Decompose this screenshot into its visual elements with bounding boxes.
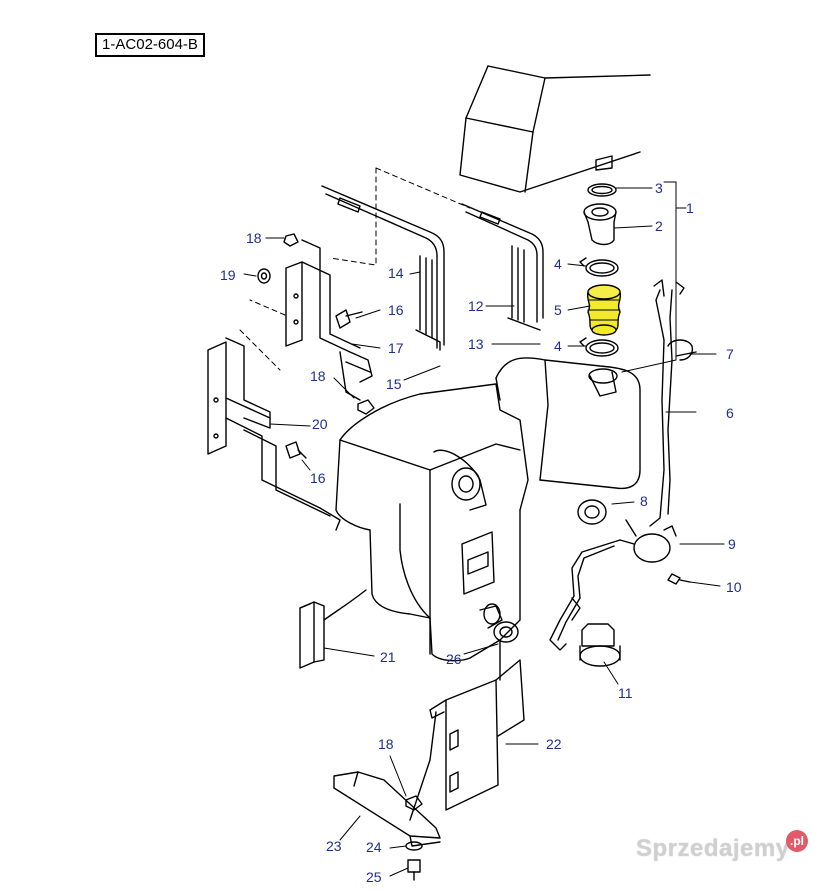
callout-labels: 3 2 1 4 5 4 7 6 8 9 10 11 12 13 14 15 16… bbox=[220, 180, 742, 885]
callout-4-lower: 4 bbox=[554, 338, 562, 354]
callout-14: 14 bbox=[388, 265, 404, 281]
sealing-ring-3 bbox=[587, 183, 617, 197]
callout-1: 1 bbox=[686, 200, 694, 216]
strap-14 bbox=[321, 185, 445, 351]
bolt-25 bbox=[407, 859, 421, 881]
clip-7 bbox=[667, 339, 697, 361]
fuel-pipes bbox=[549, 539, 621, 651]
callout-23: 23 bbox=[326, 838, 342, 854]
hose-clamp-4-lower bbox=[579, 337, 619, 357]
callout-10: 10 bbox=[726, 579, 742, 595]
callout-22: 22 bbox=[546, 736, 562, 752]
callout-7: 7 bbox=[726, 346, 734, 362]
strap-12 bbox=[461, 203, 544, 331]
seal-26 bbox=[493, 621, 519, 643]
guide-lines bbox=[239, 167, 471, 371]
callout-17: 17 bbox=[388, 340, 404, 356]
bracket-20 bbox=[207, 337, 341, 531]
cab-outline bbox=[459, 65, 651, 193]
filler-neck-2 bbox=[583, 203, 617, 246]
support-bracket-22 bbox=[429, 639, 525, 811]
callout-9: 9 bbox=[728, 536, 736, 552]
diagram-code-label: 1-AC02-604-B bbox=[95, 33, 205, 57]
bolt-16-lower bbox=[285, 441, 307, 459]
bracket-17 bbox=[285, 239, 373, 401]
nut-18-top bbox=[283, 233, 299, 247]
callout-25: 25 bbox=[366, 869, 382, 885]
callout-16-lower: 16 bbox=[310, 470, 326, 486]
washer-19 bbox=[257, 268, 271, 284]
watermark-text: Sprzedajemy bbox=[636, 835, 790, 862]
callout-15: 15 bbox=[386, 376, 402, 392]
filler-cap-11 bbox=[579, 623, 621, 667]
screw-10 bbox=[667, 573, 691, 585]
callout-12: 12 bbox=[468, 298, 484, 314]
hose-clamp-4-upper bbox=[579, 257, 619, 277]
pad-21 bbox=[299, 589, 367, 669]
callout-18-top: 18 bbox=[246, 230, 262, 246]
callout-6: 6 bbox=[726, 405, 734, 421]
sender-unit-9 bbox=[619, 519, 677, 563]
fuel-tank bbox=[335, 357, 641, 662]
leader-lines bbox=[243, 181, 725, 877]
callout-11: 11 bbox=[618, 685, 633, 701]
callout-8: 8 bbox=[640, 493, 648, 509]
hose-5-highlighted bbox=[586, 284, 622, 336]
callout-26: 26 bbox=[446, 651, 462, 667]
nut-18-mid bbox=[357, 399, 375, 415]
callout-16-upper: 16 bbox=[388, 302, 404, 318]
wiring-harness-6 bbox=[649, 279, 685, 527]
callout-24: 24 bbox=[366, 839, 382, 855]
gasket-8 bbox=[577, 499, 607, 525]
callout-19: 19 bbox=[220, 267, 236, 283]
callout-4-upper: 4 bbox=[554, 256, 562, 272]
bolt-16-upper bbox=[335, 309, 363, 329]
callout-18-bottom: 18 bbox=[378, 736, 394, 752]
nut-18-bottom bbox=[405, 795, 423, 811]
callout-2: 2 bbox=[655, 218, 663, 234]
callout-21: 21 bbox=[380, 649, 396, 665]
callout-5: 5 bbox=[554, 302, 562, 318]
callout-18-mid: 18 bbox=[310, 368, 326, 384]
watermark-badge: .pl bbox=[786, 830, 808, 852]
callout-13: 13 bbox=[468, 336, 484, 352]
callout-20: 20 bbox=[312, 416, 328, 432]
callout-3: 3 bbox=[655, 180, 663, 196]
mounting-plate-23 bbox=[333, 711, 441, 847]
